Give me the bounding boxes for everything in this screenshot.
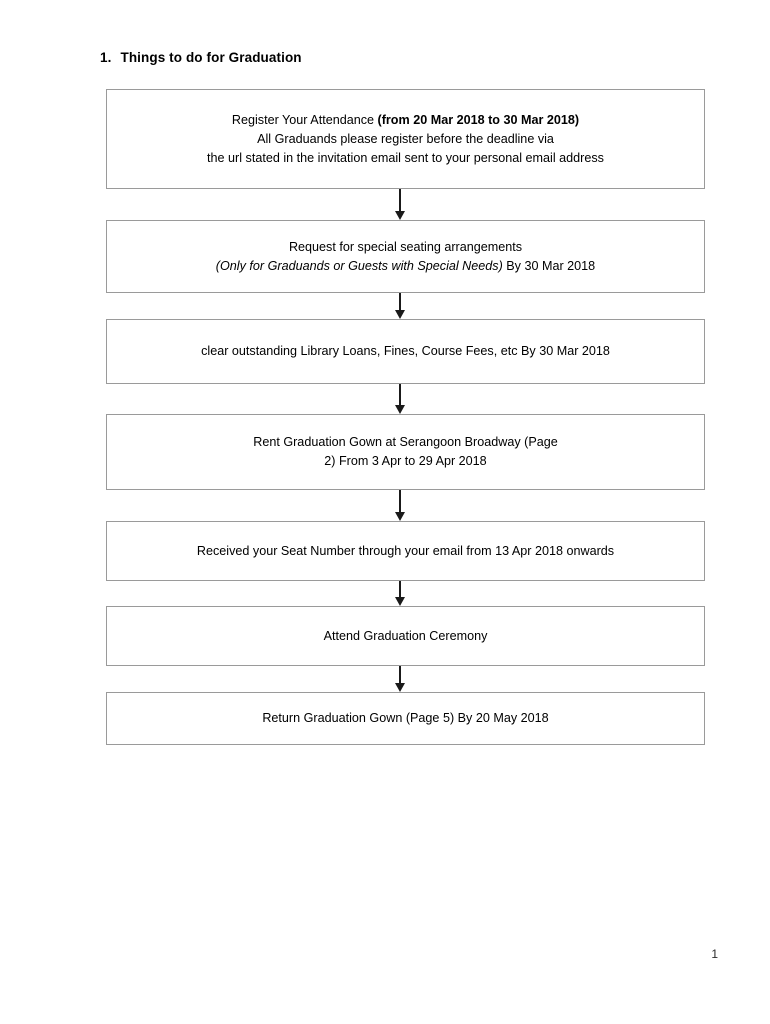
flow-step-line: (Only for Graduands or Guests with Speci… [121,257,690,276]
arrow-head [394,310,405,319]
heading-text: Things to do for Graduation [120,50,302,65]
flow-step-line: Return Graduation Gown (Page 5) By 20 Ma… [121,709,690,728]
flow-step-text: clear outstanding Library Loans, Fines, … [107,342,704,361]
flow-arrow-2 [106,293,705,319]
flow-step-text: Rent Graduation Gown at Serangoon Broadw… [107,433,704,471]
text-run: 2) From 3 Apr to 29 Apr 2018 [324,454,487,468]
text-run: (from 20 Mar 2018 to 30 Mar 2018) [377,112,580,127]
arrow-shaft [399,384,401,405]
arrow-head [394,597,405,606]
text-run: All Graduands please register before the… [257,131,554,146]
flow-step-line: 2) From 3 Apr to 29 Apr 2018 [121,452,690,471]
text-run: Attend Graduation Ceremony [323,628,488,643]
flow-step-line: Rent Graduation Gown at Serangoon Broadw… [121,433,690,452]
arrow-down-icon [394,666,405,692]
text-run: the url stated in the invitation email s… [207,150,604,165]
flow-step-line: Request for special seating arrangements [121,238,690,257]
arrow-down-icon [394,384,405,414]
page-heading: 1. Things to do for Graduation [100,50,302,65]
arrow-shaft [399,189,401,211]
heading-number: 1. [100,50,112,65]
flow-arrow-1 [106,189,705,220]
flow-step-line: Received your Seat Number through your e… [121,542,690,561]
flow-arrow-6 [106,666,705,692]
arrow-head [394,512,405,521]
flow-arrow-3 [106,384,705,414]
arrow-shaft [399,293,401,310]
page-number: 1 [711,947,718,961]
flow-step-line: clear outstanding Library Loans, Fines, … [121,342,690,361]
flow-step-line: All Graduands please register before the… [121,130,690,149]
text-run: clear outstanding Library Loans, Fines, … [201,344,610,358]
flow-step-text: Received your Seat Number through your e… [107,542,704,561]
flow-step-return-gown: Return Graduation Gown (Page 5) By 20 Ma… [106,692,705,745]
flow-step-seat-number: Received your Seat Number through your e… [106,521,705,581]
arrow-shaft [399,666,401,683]
arrow-down-icon [394,189,405,220]
text-run: (Only for Graduands or Guests with Speci… [215,258,503,273]
flow-arrow-5 [106,581,705,606]
text-run: Received your Seat Number through your e… [196,543,615,558]
arrow-head [394,211,405,220]
flow-step-rent-gown: Rent Graduation Gown at Serangoon Broadw… [106,414,705,490]
arrow-head [394,683,405,692]
flow-step-register-attendance: Register Your Attendance (from 20 Mar 20… [106,89,705,189]
flow-step-text: Request for special seating arrangements… [107,238,704,276]
text-run: Rent Graduation Gown at Serangoon Broadw… [253,435,558,449]
flow-step-line: Attend Graduation Ceremony [121,627,690,646]
flow-arrow-4 [106,490,705,521]
text-run: Register Your Attendance [231,112,378,127]
text-run: Return Graduation Gown (Page 5) By 20 Ma… [262,711,549,725]
arrow-shaft [399,581,401,597]
text-run: By 30 Mar 2018 [502,258,596,273]
arrow-down-icon [394,581,405,606]
flow-step-clear-outstanding: clear outstanding Library Loans, Fines, … [106,319,705,384]
text-run: Request for special seating arrangements [288,239,523,254]
arrow-down-icon [394,490,405,521]
graduation-flowchart: Register Your Attendance (from 20 Mar 20… [106,89,705,745]
flow-step-line: the url stated in the invitation email s… [121,149,690,168]
flow-step-text: Register Your Attendance (from 20 Mar 20… [107,111,704,168]
flow-step-special-seating: Request for special seating arrangements… [106,220,705,293]
arrow-head [394,405,405,414]
arrow-shaft [399,490,401,512]
flow-step-line: Register Your Attendance (from 20 Mar 20… [121,111,690,130]
flow-step-attend-ceremony: Attend Graduation Ceremony [106,606,705,666]
arrow-down-icon [394,293,405,319]
flow-step-text: Return Graduation Gown (Page 5) By 20 Ma… [107,709,704,728]
flow-step-text: Attend Graduation Ceremony [107,627,704,646]
